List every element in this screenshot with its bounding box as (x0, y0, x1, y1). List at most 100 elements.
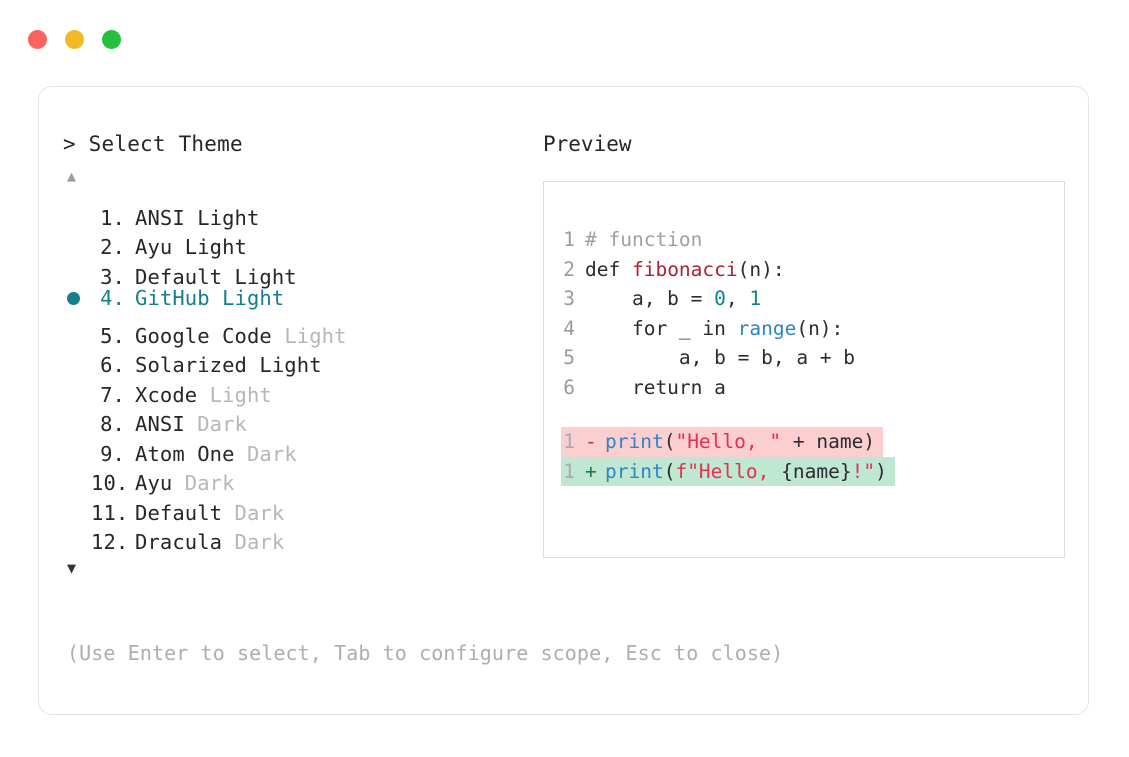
diff-line-added: 1 + print(f"Hello, {name}!") (561, 456, 895, 487)
code-token: a, b = (585, 287, 715, 310)
theme-list-item[interactable]: 1. ANSI Light (63, 195, 533, 230)
line-number: 1 (563, 459, 575, 483)
theme-item-name: GitHub Light (135, 285, 285, 310)
selection-indicator (63, 372, 91, 402)
line-number: 1 (563, 228, 575, 251)
theme-item-name: Ayu Light (135, 235, 247, 259)
theme-item-name: Atom One (135, 441, 235, 466)
theme-item-index: 1. (100, 205, 125, 230)
theme-list-item[interactable]: 8.ANSI Dark (63, 402, 533, 436)
theme-item-name: Dracula (135, 530, 223, 554)
theme-item-variant: Dark (222, 500, 285, 525)
code-token: (n): (737, 257, 785, 281)
keyboard-hint: (Use Enter to select, Tab to configure s… (67, 641, 784, 665)
theme-item-name: ANSI Light (135, 205, 260, 230)
theme-item-variant: Dark (184, 412, 247, 436)
theme-list-item[interactable]: 10.Ayu Dark (63, 461, 533, 495)
diff-block: 1-print("Hello, " + name)1+print(f"Hello… (561, 427, 1058, 486)
code-token: 1 (749, 287, 762, 310)
line-number: 5 (563, 346, 575, 369)
scroll-up-indicator-icon[interactable]: ▲ (67, 167, 77, 185)
code-token: !" (851, 459, 876, 483)
theme-item-variant: Dark (222, 530, 285, 554)
code-token: 0 (714, 287, 726, 310)
code-token: a, b = b, a + b (585, 346, 856, 369)
code-token: ( (663, 459, 676, 483)
theme-list-item[interactable]: 12.Dracula Dark (63, 520, 533, 554)
theme-item-name: ANSI (135, 412, 185, 436)
window-controls (28, 30, 121, 49)
theme-list-item[interactable]: 5.Google Code Light (63, 313, 533, 348)
line-number: 4 (563, 316, 575, 340)
code-token: ) (875, 459, 887, 483)
theme-item-variant: Dark (172, 471, 235, 495)
selection-indicator (63, 313, 91, 343)
theme-list-item[interactable]: 6.Solarized Light (63, 343, 533, 377)
code-line-content: def fibonacci(n): (585, 255, 785, 285)
code-token: (n): (796, 316, 844, 340)
theme-item-index: 4. (100, 285, 125, 310)
theme-list-item[interactable]: 7.Xcode Light (63, 372, 533, 407)
code-token: f"Hello, (675, 459, 782, 483)
theme-list-item[interactable]: 9.Atom One Dark (63, 431, 533, 466)
diff-marker: - (585, 430, 597, 453)
theme-item-name: Google Code (135, 323, 272, 348)
line-number: 6 (563, 375, 575, 399)
diff-line-removed: 1-print("Hello, " + name) (561, 427, 884, 457)
theme-item-name: Solarized Light (135, 353, 322, 377)
code-token: print (605, 459, 664, 483)
scroll-down-indicator-icon[interactable]: ▼ (67, 559, 77, 577)
theme-item-name: Default (135, 500, 223, 525)
theme-item-name: Ayu (135, 471, 173, 495)
code-line: 5 a, b = b, a + b (561, 343, 1058, 373)
close-window-button[interactable] (28, 30, 47, 49)
minimize-window-button[interactable] (65, 30, 84, 49)
code-line: 4 for _ in range(n): (561, 314, 1058, 344)
code-token: print (605, 430, 664, 453)
selection-indicator (63, 284, 91, 314)
code-line-content: for _ in range(n): (585, 314, 843, 344)
code-line: 6 return a (561, 373, 1058, 403)
selection-indicator (63, 225, 91, 255)
selection-indicator (63, 520, 91, 550)
diff-line-content: print("Hello, " + name) (605, 427, 883, 457)
code-token: + name) (781, 430, 876, 453)
page-title: > Select Theme (63, 132, 243, 156)
line-number: 3 (563, 287, 575, 310)
code-line-content: a, b = b, a + b (585, 343, 855, 373)
diff-line-content: print(f"Hello, {name}!") (605, 457, 895, 487)
theme-item-variant: Dark (234, 441, 297, 466)
preview-title: Preview (543, 132, 632, 156)
code-token: for _ in (585, 316, 738, 340)
selection-indicator (63, 490, 91, 520)
selected-bullet-icon (67, 291, 80, 305)
diff-marker: + (585, 459, 597, 483)
code-token: {name} (781, 459, 852, 483)
code-line-content: a, b = 0, 1 (585, 284, 761, 314)
code-token: def (585, 257, 632, 281)
theme-item-index: 2. (100, 235, 125, 259)
selection-indicator (63, 431, 91, 461)
theme-selection-column: > Select Theme ▲ 1. ANSI Light 2. Ayu Light… (63, 131, 533, 579)
theme-list-item[interactable]: 4. GitHub Light (63, 284, 533, 314)
selection-indicator (63, 461, 91, 491)
theme-item-variant: Light (271, 323, 347, 348)
theme-item-index: 7. (100, 382, 125, 407)
code-token: , (725, 287, 750, 310)
theme-item-index: 12. (91, 530, 129, 554)
theme-item-index: 11. (91, 500, 129, 525)
theme-list-item[interactable]: 11.Default Dark (63, 490, 533, 525)
code-line-content: # function (585, 225, 702, 255)
theme-item-name: Default Light (135, 264, 297, 289)
theme-list-item[interactable]: 2. Ayu Light (63, 225, 533, 259)
theme-list-item[interactable]: 3.Default Light (63, 254, 533, 289)
code-line-content: return a (585, 373, 726, 403)
code-token: ( (663, 430, 676, 453)
code-token: range (737, 316, 797, 340)
maximize-window-button[interactable] (102, 30, 121, 49)
